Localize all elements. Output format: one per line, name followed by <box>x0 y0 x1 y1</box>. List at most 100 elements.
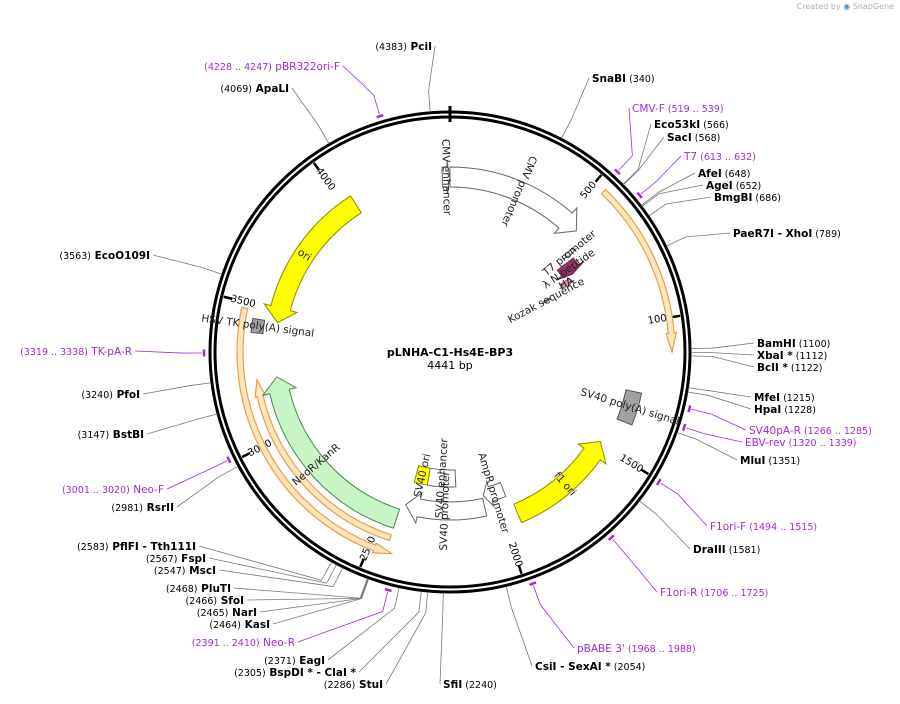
site-leader-line <box>641 184 704 207</box>
primer-mark <box>376 114 384 119</box>
site-leader-line <box>246 578 369 601</box>
site-sfoi[interactable]: (2466) SfoI <box>186 578 369 607</box>
sv40-promoter-feature[interactable] <box>405 491 488 525</box>
ha-tag-feature[interactable] <box>559 277 575 290</box>
t7-promoter-feature[interactable] <box>563 247 577 260</box>
site-label: (2464) KasI <box>209 619 270 631</box>
site-paer7i-xhoi[interactable]: PaeR7I - XhoI (789) <box>666 228 841 247</box>
tick-mark <box>312 162 321 171</box>
site-msci[interactable]: (2547) MscI <box>154 565 343 587</box>
cmv-enhancer-feature[interactable] <box>441 159 451 195</box>
site-leader-line <box>142 382 212 395</box>
site-sfii[interactable]: SfiI (2240) <box>439 592 497 691</box>
site-pflfi-tth111i[interactable]: (2583) PflFI - Tth111I <box>77 541 333 581</box>
site-leader-line <box>690 352 755 356</box>
site-bstbi[interactable]: (3147) BstBI <box>78 413 218 441</box>
site-name: HpaI <box>754 404 781 416</box>
site-label: BmgBI (686) <box>714 192 781 204</box>
primer-pbabe-3[interactable]: pBABE 3' (1968 .. 1988) <box>529 581 696 655</box>
site-csii-sexai[interactable]: CsiI - SexAI * (2054) <box>505 586 646 673</box>
primer-f1ori-f[interactable]: F1ori-F (1494 .. 1515) <box>655 478 817 533</box>
site-hpai[interactable]: HpaI (1228) <box>687 391 816 416</box>
primer-label: T7 (613 .. 632) <box>683 151 756 163</box>
primer-name: T7 <box>683 151 697 163</box>
primer-tk-pa-r[interactable]: (3319 .. 3338) TK-pA-R <box>20 346 206 358</box>
site-bmgbi[interactable]: BmgBI (686) <box>648 192 781 217</box>
kozak-sequence-feature[interactable] <box>541 297 551 305</box>
site-xbai[interactable]: XbaI * (1112) <box>690 350 827 362</box>
primer-neo-r[interactable]: (2391 .. 2410) Neo-R <box>192 588 392 649</box>
site-rsrii[interactable]: (2981) RsrII <box>111 466 239 514</box>
site-position: (652) <box>733 181 762 192</box>
site-bspdi-clai[interactable]: (2305) BspDI * - ClaI * <box>234 591 422 679</box>
site-eco53ki[interactable]: Eco53kI (566) <box>622 119 729 185</box>
primer-leader-line <box>297 591 389 643</box>
site-pfoi[interactable]: (3240) PfoI <box>81 382 212 401</box>
site-name: BstBI <box>109 429 144 441</box>
f1-ori-feature[interactable] <box>513 441 607 524</box>
tick-label: 500 <box>578 180 599 202</box>
site-agei[interactable]: AgeI (652) <box>641 180 761 207</box>
site-pluti[interactable]: (2468) PluTI <box>166 578 368 599</box>
primer-leader-line <box>660 482 708 527</box>
lambda-n-peptide-feature[interactable] <box>555 257 585 281</box>
hsv-tk-polya-signal-feature[interactable] <box>250 317 266 335</box>
site-label: (2466) SfoI <box>186 595 245 607</box>
site-label: HpaI (1228) <box>754 404 816 416</box>
site-name: AfeI <box>698 168 722 180</box>
site-leader-line <box>641 172 696 206</box>
ampr-promoter-feature[interactable] <box>482 479 507 508</box>
sv40-polya-signal-feature[interactable] <box>616 389 643 426</box>
site-pcii[interactable]: (4383) PciI <box>375 41 436 112</box>
neor-kanr-feature[interactable] <box>261 376 401 529</box>
cmv-promoter-feature[interactable] <box>449 166 578 235</box>
plasmid-center: pLNHA-C1-Hs4E-BP3 4441 bp <box>387 346 513 372</box>
site-label: AgeI (652) <box>706 180 761 192</box>
site-fspi[interactable]: (2567) FspI <box>146 553 337 584</box>
primer-sv40pa-r[interactable]: SV40pA-R (1266 .. 1285) <box>687 405 872 437</box>
site-eagi[interactable]: (2371) EagI <box>264 587 400 667</box>
site-leader-line <box>233 578 368 599</box>
site-mlui[interactable]: MluI (1351) <box>677 432 800 467</box>
primer-ebv-rev[interactable]: EBV-rev (1320 .. 1339) <box>681 423 857 449</box>
site-name: FspI <box>177 553 206 565</box>
site-name: PfoI <box>113 389 140 401</box>
site-name: MfeI <box>754 392 780 404</box>
primer-label: (3001 .. 3020) Neo-F <box>62 484 164 496</box>
site-position: (648) <box>722 169 751 180</box>
primer-f1ori-r[interactable]: F1ori-R (1706 .. 1725) <box>607 534 769 599</box>
site-leader-line <box>385 591 429 685</box>
tick-mark <box>594 174 603 183</box>
site-name: BmgBI <box>714 192 752 204</box>
site-position: (1228) <box>781 405 816 416</box>
site-bcli[interactable]: BclI * (1122) <box>690 355 823 374</box>
site-snabi[interactable]: SnaBI (340) <box>561 73 655 139</box>
site-saci[interactable]: SacI (568) <box>623 132 720 186</box>
site-afei[interactable]: AfeI (648) <box>641 168 751 206</box>
site-apali[interactable]: (4069) ApaLI <box>220 83 330 144</box>
site-leader-line <box>198 545 333 581</box>
primer-t7[interactable]: T7 (613 .. 632) <box>636 151 756 199</box>
site-position: (1100) <box>796 339 831 350</box>
sv40-ori-feature[interactable] <box>413 465 431 486</box>
primer-cmv-f[interactable]: CMV-F (519 .. 539) <box>613 103 724 176</box>
site-label: (2305) BspDI * - ClaI * <box>234 667 356 679</box>
site-name: BspDI * - ClaI * <box>266 667 357 679</box>
site-label: (2583) PflFI - Tth111I <box>77 541 196 553</box>
site-position: (2054) <box>611 662 646 673</box>
site-stui[interactable]: (2286) StuI <box>324 591 429 691</box>
site-bamhi[interactable]: BamHI (1100) <box>690 338 831 350</box>
primer-label: F1ori-R (1706 .. 1725) <box>660 587 768 599</box>
ori-feature[interactable] <box>262 195 363 324</box>
site-draiii[interactable]: DraIII (1581) <box>639 500 760 556</box>
site-ecoo109i[interactable]: (3563) EcoO109I <box>59 250 223 275</box>
site-position: (2465) <box>197 608 229 619</box>
site-label: (2371) EagI <box>264 655 325 667</box>
site-mfei[interactable]: MfeI (1215) <box>688 387 815 404</box>
primer-neo-f[interactable]: (3001 .. 3020) Neo-F <box>62 456 232 496</box>
cmv-enhancer-label: CMV enhancer <box>439 139 453 216</box>
site-leader-line <box>327 587 400 661</box>
site-position: (2286) <box>324 680 356 691</box>
primer-pbr322ori-f[interactable]: (4228 .. 4247) pBR322ori-F <box>204 61 384 119</box>
credit-brand: SnapGene <box>852 2 894 11</box>
